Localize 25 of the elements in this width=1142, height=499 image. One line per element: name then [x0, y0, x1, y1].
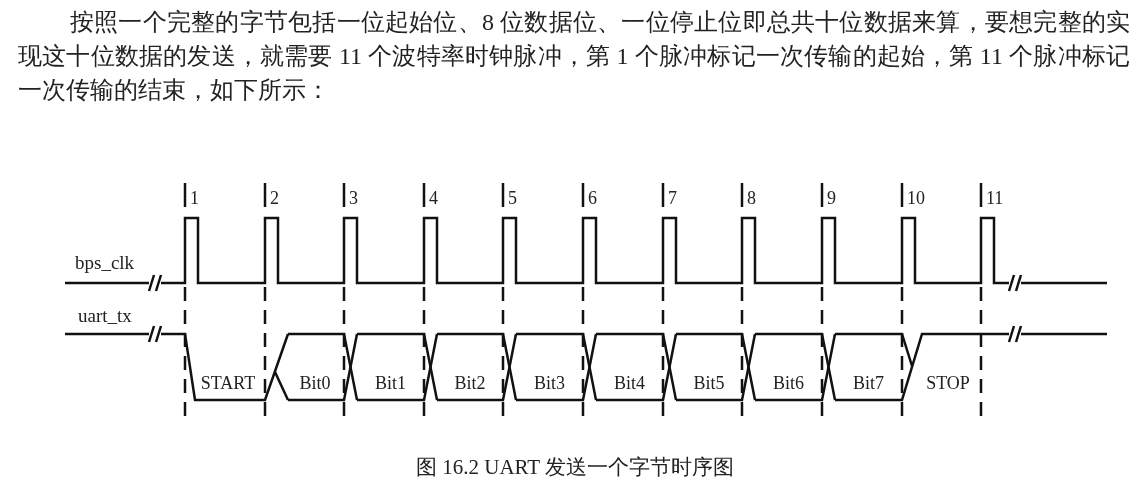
bit-label: Bit6: [773, 374, 804, 392]
bit-label: Bit4: [614, 374, 645, 392]
pulse-number: 2: [270, 189, 279, 207]
bit-label: Bit1: [375, 374, 406, 392]
bit-label: Bit3: [534, 374, 565, 392]
pulse-number: 8: [747, 189, 756, 207]
pulse-number: 6: [588, 189, 597, 207]
bit-label: Bit5: [693, 374, 725, 392]
pulse-number: 10: [907, 189, 925, 207]
bit-label: Bit2: [454, 374, 486, 392]
figure-caption: 图 16.2 UART 发送一个字节时序图: [416, 457, 734, 478]
pulse-number: 3: [349, 189, 358, 207]
pulse-number: 4: [429, 189, 438, 207]
pulse-number: 1: [190, 189, 199, 207]
bit-label: START: [200, 374, 256, 392]
bit-label: STOP: [926, 374, 970, 392]
signal-name: uart_tx: [78, 306, 132, 325]
bit-label: Bit0: [299, 374, 331, 392]
paragraph: 按照一个完整的字节包括一位起始位、8 位数据位、一位停止位即总共十位数据来算，要想完整的实现这十位数据的发送，就需要 11 个波特率时钟脉冲，第 1 个脉冲标记一次传输的起始，第 11 个脉冲标记一次传输的结束，如下所示：: [18, 8, 1130, 105]
pulse-number: 9: [827, 189, 836, 207]
bit-label: Bit7: [853, 374, 884, 392]
pulse-number: 5: [508, 189, 517, 207]
pulse-number: 7: [668, 189, 677, 207]
signal-name: bps_clk: [75, 253, 135, 272]
pulse-number: 11: [986, 189, 1004, 207]
